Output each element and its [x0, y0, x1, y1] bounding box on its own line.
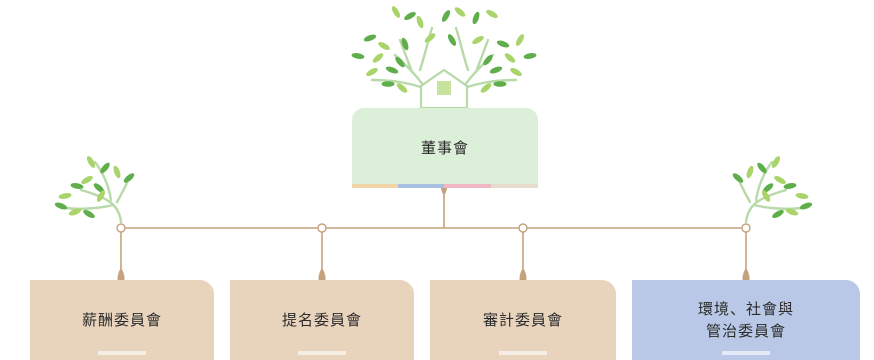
leaf-icon [123, 173, 135, 183]
board-strip-2 [398, 184, 444, 188]
leaf-icon [81, 175, 93, 185]
leaf-icon [391, 6, 401, 18]
branch-line [398, 38, 414, 74]
leaf-icon [441, 10, 451, 22]
board-label: 董事會 [420, 139, 469, 157]
leaf-icon [93, 183, 105, 193]
leaf-icon [746, 165, 754, 179]
leaf-icon [483, 54, 493, 66]
branch-line [752, 203, 803, 210]
board-tree-illustration [351, 6, 537, 110]
leaf-icon [401, 37, 409, 51]
leaf-icon [454, 7, 466, 17]
leaf-icon [416, 15, 424, 29]
leaf-icon [86, 156, 96, 168]
leaf-icon [96, 190, 106, 202]
board-node[interactable]: 董事會 [352, 108, 538, 188]
leaf-icon [504, 53, 516, 63]
board-strip-1 [352, 184, 398, 188]
leaf-icon [472, 11, 480, 25]
connector-nodes [116, 223, 751, 233]
leaf-icon [510, 67, 522, 77]
leaf-icon [351, 53, 365, 59]
leaf-icon [757, 162, 767, 174]
committee-label: 審計委員會 [482, 311, 563, 329]
leaf-icon [774, 175, 786, 185]
board-strip-3 [444, 184, 491, 188]
committee-tab [722, 351, 770, 355]
leaf-icon [447, 34, 457, 46]
committee-nomination[interactable]: 提名委員會 [230, 280, 414, 360]
leaf-icon [58, 193, 72, 199]
connector-drops [117, 174, 750, 290]
leaf-icon [396, 83, 408, 93]
leaf-icon [799, 202, 813, 210]
committee-label: 提名委員會 [281, 311, 362, 329]
leaf-icon [772, 209, 784, 219]
leaf-icon [493, 81, 507, 87]
leaf-icon [486, 9, 498, 19]
leaf-icon [100, 162, 110, 174]
leaf-icon [366, 67, 378, 77]
leaf-icon [496, 40, 510, 48]
branch-line [79, 188, 123, 224]
branch-line [93, 160, 113, 202]
leaf-icon [372, 53, 384, 63]
leaf-icon [68, 208, 82, 216]
branch-line [64, 203, 115, 210]
house-window-icon [437, 81, 451, 95]
branch-line [744, 188, 788, 224]
branch-line [454, 26, 470, 72]
leaf-icon [771, 156, 781, 168]
branch-line [418, 26, 434, 72]
leaf-icon [404, 11, 416, 21]
committee-label: 環境、社會與 管治委員會 [697, 300, 794, 340]
leaf-icon [732, 173, 744, 183]
leaf-icon [378, 41, 390, 51]
committee-remuneration[interactable]: 薪酬委員會 [30, 280, 214, 360]
leaf-icon [385, 66, 399, 74]
branch-line [474, 38, 490, 74]
leaf-icon [761, 190, 771, 202]
committee-label: 薪酬委員會 [81, 311, 162, 329]
leaf-icon [363, 34, 377, 42]
leaf-icon [762, 183, 774, 193]
committee-tab [499, 351, 547, 355]
leaf-icon [480, 83, 492, 93]
leaf-icon [472, 35, 484, 45]
leaf-icon [523, 53, 537, 59]
leaf-icon [381, 81, 395, 87]
leaf-icon [795, 193, 809, 199]
left-tree-illustration [54, 156, 135, 224]
leaf-icon [83, 209, 95, 219]
leaf-icon [424, 33, 436, 43]
leaf-icon [70, 183, 84, 189]
leaf-icon [785, 208, 799, 216]
committee-esg[interactable]: 環境、社會與 管治委員會 [632, 280, 860, 360]
leaf-icon [783, 183, 797, 189]
committee-audit[interactable]: 審計委員會 [430, 280, 616, 360]
branch-line [754, 160, 774, 202]
leaf-icon [54, 202, 68, 210]
leaf-icon [489, 66, 503, 74]
leaf-icon [395, 56, 405, 68]
leaf-icon [515, 34, 525, 46]
committee-tab [298, 351, 346, 355]
committee-tab [98, 351, 146, 355]
board-strip-4 [491, 184, 538, 188]
leaf-icon [113, 165, 121, 179]
right-tree-illustration [732, 156, 813, 224]
connector-lines [120, 190, 747, 272]
